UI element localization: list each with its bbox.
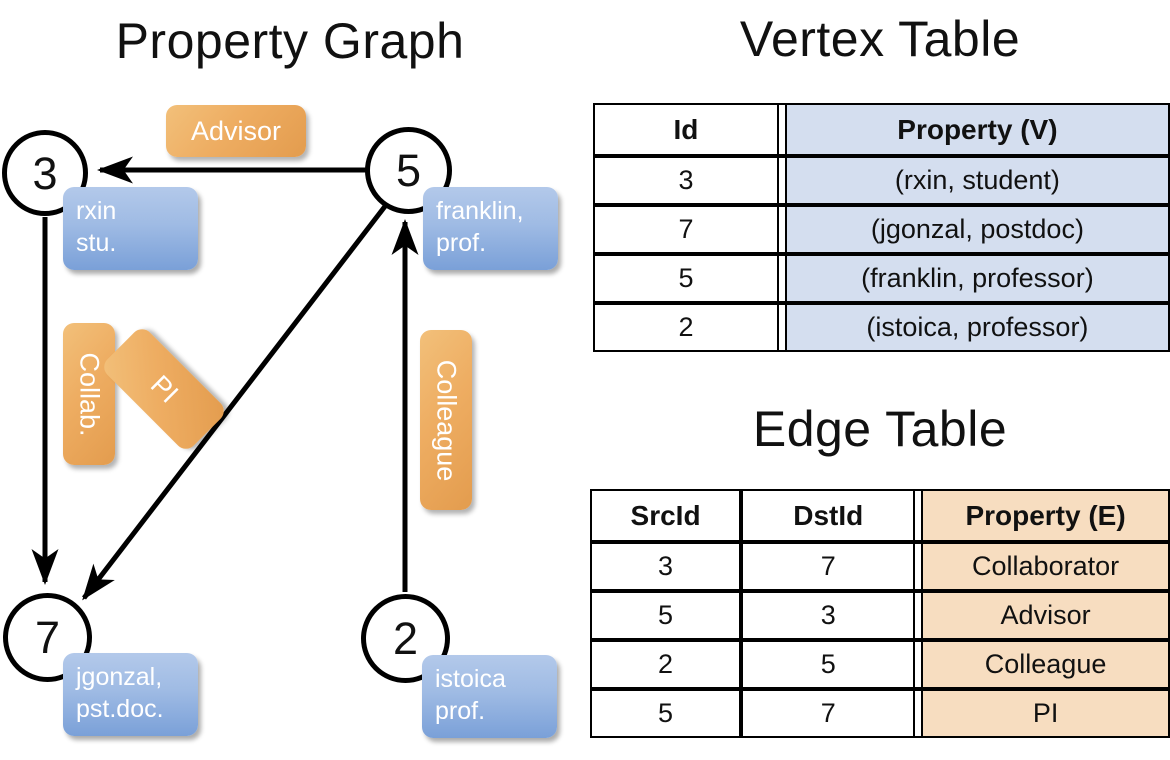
edge-label-collab: Collab. xyxy=(63,323,115,465)
edge-table-cell-dstid: 3 xyxy=(741,591,916,640)
edge-table-cell-property: Advisor xyxy=(921,591,1170,640)
edge-label-collab-text: Collab. xyxy=(74,351,105,437)
vertex-table-cell-id: 2 xyxy=(593,303,779,352)
graph-node-3-label: 3 xyxy=(32,147,58,199)
table-row: 3 7 Collaborator xyxy=(590,542,1170,591)
graph-node-2-property-line-1: istoica xyxy=(435,665,506,693)
column-spacer xyxy=(915,640,922,689)
edge-table-cell-srcid: 5 xyxy=(590,591,742,640)
edge-table-cell-srcid: 5 xyxy=(590,689,742,738)
table-row: 2 (istoica, professor) xyxy=(593,303,1170,352)
graph-node-7-property-line-1: jgonzal, xyxy=(76,663,163,691)
table-header-row: SrcId DstId Property (E) xyxy=(590,489,1170,542)
edge-label-advisor-text: Advisor xyxy=(190,115,282,146)
graph-node-2-property-line-2: prof. xyxy=(435,697,486,725)
vertex-table-cell-property: (istoica, professor) xyxy=(784,303,1170,352)
graph-node-5-property-box: franklin, prof. xyxy=(423,187,558,270)
column-spacer xyxy=(915,489,922,542)
page-title-vertex-table: Vertex Table xyxy=(739,11,1021,67)
vertex-table-cell-id: 7 xyxy=(593,205,779,254)
graph-node-2[interactable]: 2 xyxy=(361,594,450,683)
column-spacer xyxy=(915,689,922,738)
edge-table: SrcId DstId Property (E) 3 7 Collaborato… xyxy=(590,489,1170,738)
edge-table-cell-property: PI xyxy=(921,689,1170,738)
column-spacer xyxy=(915,591,922,640)
vertex-table: Id Property (V) 3 (rxin, student) 7 (jgo… xyxy=(593,103,1170,352)
graph-node-3-property-box: rxin stu. xyxy=(63,187,198,270)
graph-node-2-label: 2 xyxy=(392,613,419,664)
edge-label-advisor: Advisor xyxy=(166,105,306,157)
column-spacer xyxy=(778,205,785,254)
graph-node-3-property-line-2: stu. xyxy=(76,229,117,257)
edge-table-cell-srcid: 3 xyxy=(590,542,742,591)
edge-label-colleague-text: Colleague xyxy=(431,359,462,481)
edge-table-cell-dstid: 7 xyxy=(741,542,916,591)
column-spacer xyxy=(915,542,922,591)
column-spacer xyxy=(778,303,785,352)
graph-node-5-label: 5 xyxy=(395,145,422,196)
page-title-property-graph: Property Graph xyxy=(115,13,465,69)
edge-label-colleague: Colleague xyxy=(420,330,472,510)
vertex-table-cell-property: (rxin, student) xyxy=(784,156,1170,205)
edge-table-cell-property: Colleague xyxy=(921,640,1170,689)
vertex-table-header-property: Property (V) xyxy=(784,103,1170,156)
edge-table-header-property: Property (E) xyxy=(921,489,1170,542)
property-graph-diagram: Advisor Collab. PI Colleague 3 rxin stu.… xyxy=(2,105,558,738)
edge-table-cell-dstid: 5 xyxy=(741,640,916,689)
graph-node-7-label: 7 xyxy=(34,612,61,663)
graph-node-7-property-box: jgonzal, pst.doc. xyxy=(63,653,198,736)
vertex-table-cell-id: 5 xyxy=(593,254,779,303)
table-row: 2 5 Colleague xyxy=(590,640,1170,689)
page-title-edge-table: Edge Table xyxy=(752,401,1008,457)
table-row: 5 (franklin, professor) xyxy=(593,254,1170,303)
column-spacer xyxy=(778,156,785,205)
column-spacer xyxy=(778,254,785,303)
edge-label-pi-text: PI xyxy=(144,369,184,409)
edge-table-cell-property: Collaborator xyxy=(921,542,1170,591)
edge-table-cell-srcid: 2 xyxy=(590,640,742,689)
graph-node-7-property-line-2: pst.doc. xyxy=(76,695,164,723)
vertex-table-cell-id: 3 xyxy=(593,156,779,205)
graph-node-5-property-line-2: prof. xyxy=(436,229,487,257)
table-row: 5 3 Advisor xyxy=(590,591,1170,640)
graph-node-5-property-line-1: franklin, xyxy=(436,197,524,225)
graph-edge-arrows xyxy=(31,156,419,601)
edge-arrow-pi xyxy=(82,203,388,601)
table-row: 7 (jgonzal, postdoc) xyxy=(593,205,1170,254)
table-row: 3 (rxin, student) xyxy=(593,156,1170,205)
edge-table-header-dstid: DstId xyxy=(741,489,916,542)
table-row: 5 7 PI xyxy=(590,689,1170,738)
vertex-table-cell-property: (jgonzal, postdoc) xyxy=(784,205,1170,254)
vertex-table-cell-property: (franklin, professor) xyxy=(784,254,1170,303)
edge-table-cell-dstid: 7 xyxy=(741,689,916,738)
graph-node-2-property-box: istoica prof. xyxy=(422,655,557,738)
column-spacer xyxy=(778,103,785,156)
edge-table-header-srcid: SrcId xyxy=(590,489,742,542)
vertex-table-header-id: Id xyxy=(593,103,779,156)
table-header-row: Id Property (V) xyxy=(593,103,1170,156)
graph-node-5[interactable]: 5 xyxy=(365,127,452,214)
graph-node-3-property-line-1: rxin xyxy=(76,197,117,225)
